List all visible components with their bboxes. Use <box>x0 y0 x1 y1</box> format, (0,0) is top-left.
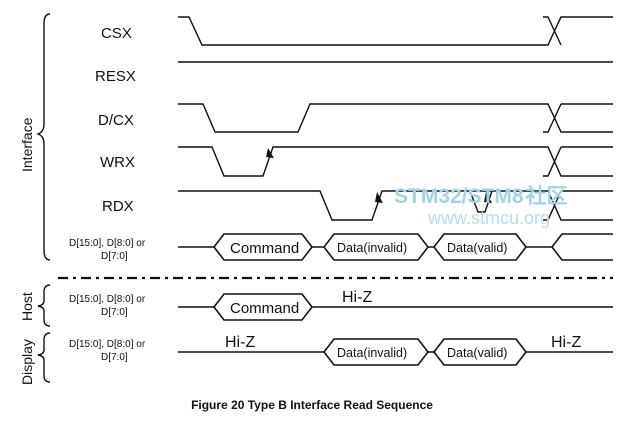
display-label-data-invalid: Data(invalid) <box>337 346 407 360</box>
display-label-data-valid: Data(valid) <box>447 346 507 360</box>
wrx-waveform <box>178 146 613 177</box>
bus-label-data-valid: Data(valid) <box>447 241 507 255</box>
group-label-interface: Interface <box>19 117 35 172</box>
display-brace <box>37 332 51 383</box>
group-label-host: Host <box>19 292 35 321</box>
rdx-rising-edge-arrow-1 <box>375 192 383 203</box>
display-hiz-right-label: Hi-Z <box>551 334 581 351</box>
host-brace <box>37 284 51 327</box>
signal-dcx-label: D/CX <box>98 112 134 129</box>
csx-waveform <box>178 16 613 46</box>
rdx-waveform <box>178 190 613 221</box>
signal-resx-label: RESX <box>95 68 136 85</box>
wrx-rising-edge-arrow <box>266 148 274 158</box>
figure-caption: Figure 20 Type B Interface Read Sequence <box>191 398 433 412</box>
bus-label-command: Command <box>230 240 299 257</box>
signal-csx-label: CSX <box>101 25 132 42</box>
signal-wrx-label: WRX <box>100 154 135 171</box>
interface-brace <box>35 13 51 261</box>
dcx-waveform <box>178 103 613 133</box>
bus-label-data-invalid: Data(invalid) <box>337 241 407 255</box>
signal-rdx-label: RDX <box>102 198 134 215</box>
host-hiz-label: Hi-Z <box>342 289 372 306</box>
display-bus-label-line1: D[15:0], D[8:0] or <box>69 339 146 350</box>
rdx-rising-edge-arrow-2 <box>484 192 492 203</box>
bus-label-line2: D[7:0] <box>101 251 128 262</box>
watermark-line1: STM32/STM8社区 <box>394 184 568 208</box>
display-hiz-left-label: Hi-Z <box>225 334 255 351</box>
watermark-line2: www.stmcu.org <box>427 208 550 228</box>
group-label-display: Display <box>19 339 35 385</box>
bus-label-line1: D[15:0], D[8:0] or <box>69 238 146 249</box>
host-bus-label-line2: D[7:0] <box>101 307 128 318</box>
interface-bus-end <box>551 233 613 261</box>
host-label-command: Command <box>230 300 299 317</box>
display-bus-label-line2: D[7:0] <box>101 352 128 363</box>
rdx-second-pulse <box>469 190 493 213</box>
host-bus-label-line1: D[15:0], D[8:0] or <box>69 294 146 305</box>
